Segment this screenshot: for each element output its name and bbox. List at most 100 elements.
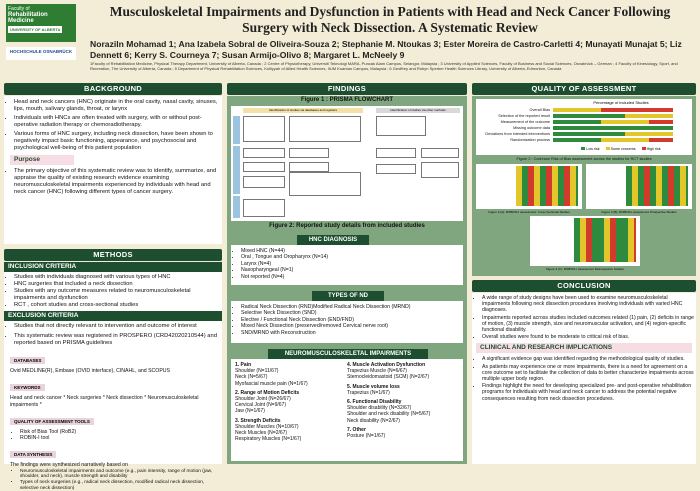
logo1-line1: Faculty of <box>8 6 30 12</box>
imp-line: Shoulder Muscles (N=10/67) <box>235 423 299 430</box>
imp-activation: 4. Muscle Activation Dysfunction Trapezi… <box>347 362 461 381</box>
imp-title: 3. Strength Deficits <box>235 417 281 424</box>
rob-bar-label: Deviations from intended interventions <box>485 132 550 136</box>
flow-stage-included <box>233 196 240 218</box>
exclusion-item: Studies that not directly relevant to in… <box>14 323 222 330</box>
imp-line: Trapezius Muscle (N=6/67) <box>347 368 407 375</box>
legend-low-label: Low risk <box>586 147 600 151</box>
flow-box-records-identified <box>243 116 285 142</box>
types-item: Elective / Functional Neck Dissection (E… <box>241 317 463 323</box>
hnc-item: Oral , Tongue and Oropharynx (N=14) <box>241 254 463 260</box>
rob-bar-row: Randomization process <box>478 137 688 143</box>
flow-stage-screening <box>233 146 240 194</box>
flow-box-assessed <box>243 176 285 188</box>
rob-bar <box>553 119 673 125</box>
purpose-item: The primary objective of this systematic… <box>14 168 222 196</box>
flow-left-title: Identification of studies via databases … <box>243 108 363 113</box>
robins-cross-sectional <box>476 164 582 209</box>
keywords-tag: KEYWORDS <box>10 384 45 392</box>
impairments-right: 4. Muscle Activation Dysfunction Trapezi… <box>347 362 461 439</box>
rob-bar-row: Overall Bias <box>478 107 688 113</box>
traffic-grid-c <box>574 218 636 262</box>
clinical-item: As patients may experience one or more i… <box>482 364 696 383</box>
flow-box-included <box>243 199 285 217</box>
hnc-item: Not reported (N=4) <box>241 274 463 280</box>
rob-bar-label: Selection of the reported result <box>498 114 550 118</box>
conclusion-item: A wide range of study designs have been … <box>482 295 696 314</box>
hnc-item: Mixed HNC (N=44) <box>241 248 463 254</box>
hnc-diagnosis-header: HNC DIAGNOSIS <box>297 235 369 245</box>
background-panel: Head and neck cancers (HNC) originate in… <box>4 96 222 244</box>
conclusion-item: Overall studies were found to be moderat… <box>482 334 696 340</box>
caption-b: Figure 3 (B): ROBINS-I assessment Prospe… <box>601 210 677 214</box>
databases-tag: DATABASES <box>10 357 46 364</box>
rob-bar-row: Missing outcome data <box>478 125 688 131</box>
imp-disability: 6. Functional Disability Shoulder disabi… <box>347 399 461 424</box>
hochschule-logo: HOCHSCHULE OSNABRÜCK <box>6 47 76 60</box>
imp-rom: 2. Range of Motion Deficits Shoulder Joi… <box>235 390 345 415</box>
synthesis-item: Types of neck surgeries (e.g., radical n… <box>20 480 216 491</box>
flow-box-records-screened <box>243 148 285 158</box>
conclusion-panel: A wide range of study designs have been … <box>472 293 696 464</box>
imp-line: Neck Muscles (N=2/67) <box>235 430 288 437</box>
rob-bar-row: Selection of the reported result <box>478 113 688 119</box>
impairments-panel: 1. Pain Shoulder (N=11/67) Neck (N=5/67)… <box>231 359 463 461</box>
rob-bar-segment <box>553 125 673 131</box>
clinical-list: A significant evidence gap was identifie… <box>472 356 696 401</box>
flow-box-records-excluded <box>289 148 329 158</box>
rob-chart-title: Percentage of included Studies <box>593 100 649 105</box>
faculty-logo: Faculty of Rehabilitation Medicine UNIVE… <box>6 4 76 42</box>
flow-box-other-assessed <box>376 164 416 174</box>
imp-line: Trapezius (N=1/67) <box>347 389 390 396</box>
keywords-text: Head and neck cancer * Neck surgeries * … <box>10 395 199 408</box>
rob-bar-segment <box>553 107 601 113</box>
types-item: Selective Neck Dissection (SND) <box>241 310 463 316</box>
quality-tools-list: Risk of Bias Tool (RoB2) ROBIN-I tool <box>10 429 216 442</box>
rob-bar-row: Deviations from intended interventions <box>478 131 688 137</box>
background-list: Head and neck cancers (HNC) originate in… <box>4 99 222 152</box>
hnc-item: Larynx (N=4) <box>241 261 463 267</box>
types-nd-header: TYPES OF ND <box>312 291 384 301</box>
types-nd-panel: Radical Neck Dissection (RND)Modified Ra… <box>231 301 463 343</box>
quality-tool-item: ROBIN-I tool <box>20 435 216 441</box>
synthesis-list: Neuromusculoskeletal impairments and out… <box>10 469 216 491</box>
logo1-university: UNIVERSITY OF ALBERTA <box>8 26 63 33</box>
methods-panel: INCLUSION CRITERIA Studies with individu… <box>4 262 222 491</box>
hnc-list: Mixed HNC (N=44) Oral , Tongue and Oroph… <box>231 248 463 280</box>
exclusion-item: This systematic review was registered in… <box>14 333 222 347</box>
background-item: Head and neck cancers (HNC) originate in… <box>14 99 222 113</box>
inclusion-list: Studies with individuals diagnosed with … <box>4 274 222 309</box>
rob-bar-segment <box>553 119 601 125</box>
author-list: Noraziln Mohamad 1; Ana Izabela Sobral d… <box>90 39 682 60</box>
imp-title: 6. Functional Disability <box>347 399 402 406</box>
rob-chart-panel: Percentage of included Studies Overall B… <box>476 99 692 155</box>
imp-pain: 1. Pain Shoulder (N=11/67) Neck (N=5/67)… <box>235 362 345 387</box>
hnc-diagnosis-panel: Mixed HNC (N=44) Oral , Tongue and Oroph… <box>231 245 463 285</box>
inclusion-header: INCLUSION CRITERIA <box>4 262 222 272</box>
inclusion-item: RCT , cohort studies and cross-sectional… <box>14 302 222 309</box>
rob-bar-segment <box>601 107 673 113</box>
quality-tools-tag: QUALITY OF ASSESSMENT TOOLS <box>10 417 94 425</box>
conclusion-item: Impairments reported across studies incl… <box>482 315 696 334</box>
rob-bar-segment <box>649 137 673 143</box>
quality-tool-item: Risk of Bias Tool (RoB2) <box>20 429 216 435</box>
imp-line: Neck (N=5/67) <box>235 374 268 381</box>
rob-bar <box>553 113 673 119</box>
legend-low: Low risk <box>581 147 600 151</box>
rob-bar-segment <box>625 113 673 119</box>
impairments-left: 1. Pain Shoulder (N=11/67) Neck (N=5/67)… <box>235 362 345 442</box>
flow-box-reports-sought <box>243 162 285 172</box>
quality-header: QUALITY OF ASSESSMENT <box>472 83 696 95</box>
imp-title: 5. Muscle volume loss <box>347 383 400 390</box>
legend-high: High risk <box>641 147 661 151</box>
caption-a: Figure 3 (A): ROBINS-I assessment: Cross… <box>488 210 570 214</box>
flow-box-reports-excluded <box>289 172 361 196</box>
rob-bar-label: Measurement of the outcome <box>500 120 550 124</box>
flow-box-other-not-retrieved <box>421 148 459 158</box>
rob-bar-segment <box>553 131 625 137</box>
rob-bar <box>553 137 673 143</box>
imp-title: 4. Muscle Activation Dysfunction <box>347 362 426 368</box>
flow-box-not-retrieved <box>289 162 329 172</box>
purpose-list: The primary objective of this systematic… <box>4 168 222 196</box>
clinical-item: A significant evidence gap was identifie… <box>482 356 696 362</box>
